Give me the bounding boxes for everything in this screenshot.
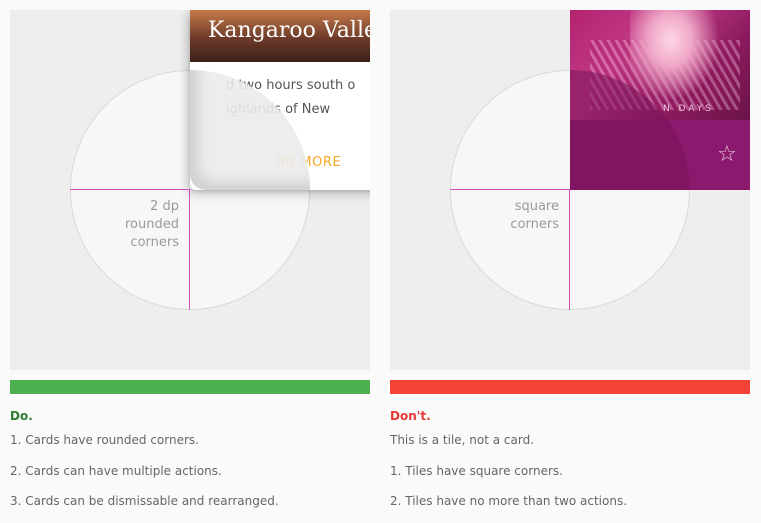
tile-image[interactable]: N DAYS	[570, 10, 750, 120]
do-heading: Do.	[10, 409, 33, 423]
square-corners-callout: square corners	[510, 199, 559, 232]
guide-line-horizontal	[70, 189, 190, 190]
do-example-panel: Kangaroo Valle d two hours south o ighla…	[10, 10, 370, 370]
tile-footer-bar: ☆	[570, 120, 750, 190]
example-card[interactable]: Kangaroo Valle d two hours south o ighla…	[190, 10, 370, 190]
guide-line-horizontal	[450, 189, 570, 190]
card-text-line: d two hours south o	[226, 78, 356, 93]
dont-indicator-bar	[390, 380, 750, 394]
dont-heading: Don't.	[390, 409, 431, 423]
card-title: Kangaroo Valle	[208, 18, 370, 43]
guide-line-vertical	[569, 190, 570, 310]
tile-image-caption: N DAYS	[662, 104, 714, 114]
dont-point: 1. Tiles have square corners.	[390, 464, 563, 478]
learn-more-button[interactable]: RN MORE	[276, 155, 342, 170]
do-point: 3. Cards can be dismissable and rearrang…	[10, 494, 279, 508]
card-header-image: Kangaroo Valle	[190, 10, 370, 62]
do-point: 1. Cards have rounded corners.	[10, 433, 199, 447]
do-point: 2. Cards can have multiple actions.	[10, 464, 222, 478]
do-indicator-bar	[10, 380, 370, 394]
rounded-corners-callout: 2 dp rounded corners	[125, 199, 179, 250]
card-text-line: ighlands of New	[226, 102, 331, 117]
tile-image-portrait	[630, 10, 720, 100]
star-icon[interactable]: ☆	[717, 142, 737, 167]
dont-point: 2. Tiles have no more than two actions.	[390, 494, 628, 508]
guide-line-vertical	[189, 190, 190, 310]
dont-example-panel: N DAYS ☆ square corners	[390, 10, 750, 370]
card-supporting-text: d two hours south o ighlands of New	[226, 74, 370, 122]
dont-subtitle: This is a tile, not a card.	[390, 433, 535, 447]
